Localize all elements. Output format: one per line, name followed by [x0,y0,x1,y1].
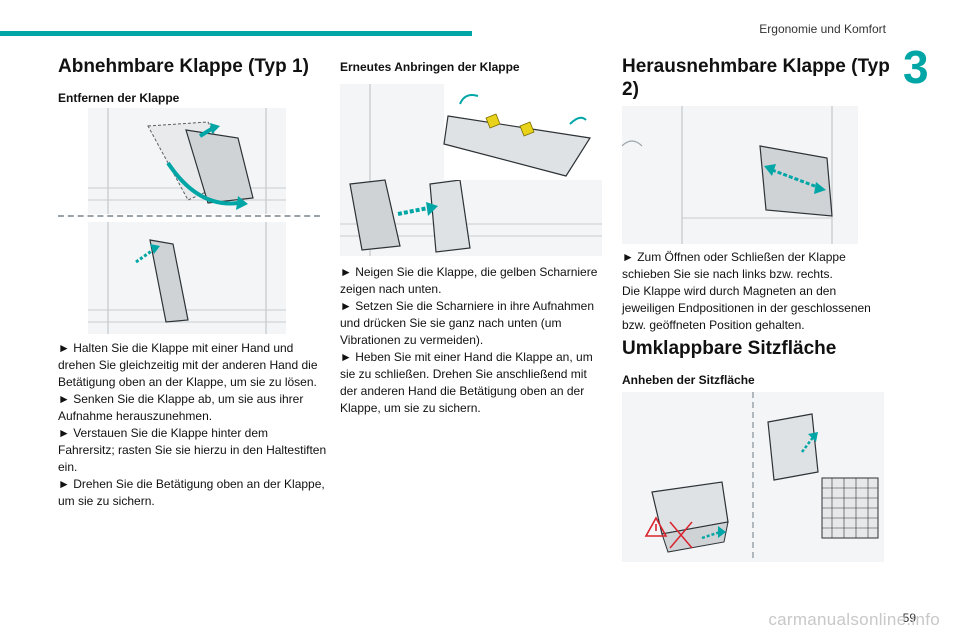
figure-flap-refit [340,84,602,256]
col1-step-3: ► Verstauen Sie die Klappe hinter dem Fa… [58,426,327,474]
col2-step-2: ► Setzen Sie die Scharniere in ihre Aufn… [340,299,595,347]
section-title-flap-type1: Abnehmbare Klappe (Typ 1) [58,56,309,77]
header-accent-bar [0,31,472,36]
page-number: 59 [902,611,916,625]
figure-folding-seat [622,392,884,562]
column-2: Erneutes Anbringen der Klappe [340,56,604,74]
col1-step-2: ► Senken Sie die Klappe ab, um sie aus i… [58,392,304,423]
col3-step-1: ► Zum Öffnen oder Schließen der Klappe s… [622,250,846,281]
col1-step-1: ► Halten Sie die Klappe mit einer Hand u… [58,341,318,389]
subtitle-refit-flap: Erneutes Anbringen der Klappe [340,60,520,74]
col3-instructions: ► Zum Öffnen oder Schließen der Klappe s… [622,249,892,334]
col2-step-1: ► Neigen Sie die Klappe, die gelben Scha… [340,265,598,296]
col2-instructions: ► Neigen Sie die Klappe, die gelben Scha… [340,264,604,417]
subtitle-raise-seat: Anheben der Sitzfläche [622,372,755,387]
figure-flap-removal-bottom [88,222,286,334]
figure-flap-removal-top [88,108,286,214]
column-1: Abnehmbare Klappe (Typ 1) Entfernen der … [58,56,328,105]
warning-triangle-icon [644,516,668,537]
col1-step-4: ► Drehen Sie die Betätigung oben an der … [58,477,325,508]
col3-note: Die Klappe wird durch Magneten an den je… [622,284,871,332]
figure-sliding-flap [622,106,858,244]
figure-divider [58,215,320,217]
watermark: carmanualsonline.info [768,610,940,629]
column-3: Herausnehmbare Klappe (Typ 2) [622,56,892,102]
section-title-folding-seat: Umklappbare Sitzfläche [622,338,837,359]
chapter-number: 3 [903,41,929,93]
subtitle-remove-flap: Entfernen der Klappe [58,90,180,105]
header-section-title: Ergonomie und Komfort [759,22,886,36]
col1-instructions: ► Halten Sie die Klappe mit einer Hand u… [58,340,328,510]
col2-step-3: ► Heben Sie mit einer Hand die Klappe an… [340,350,593,415]
column-3-lower: Umklappbare Sitzfläche Anheben der Sitzf… [622,338,892,387]
section-title-flap-type2: Herausnehmbare Klappe (Typ 2) [622,56,890,100]
